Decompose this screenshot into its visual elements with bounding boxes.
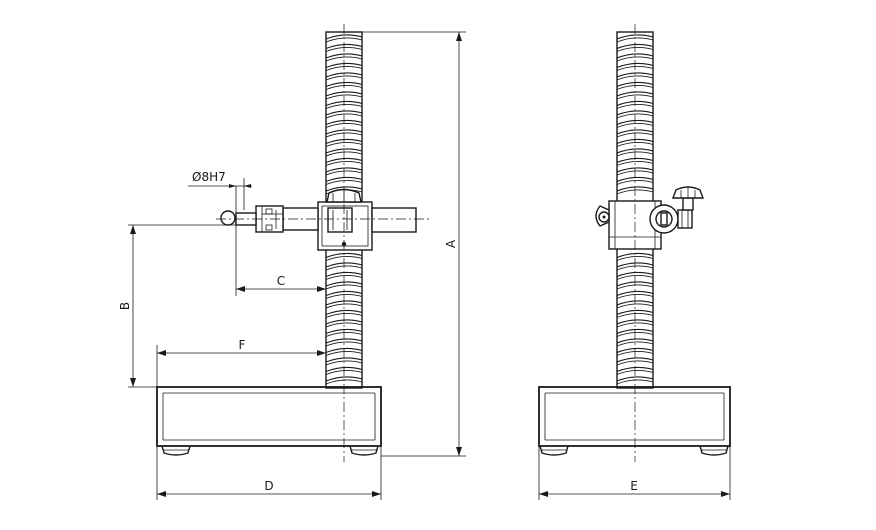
label-a: A bbox=[444, 239, 458, 248]
label-c: C bbox=[277, 274, 285, 288]
base-right bbox=[538, 386, 731, 456]
label-bore: Ø8H7 bbox=[192, 170, 226, 184]
dimension-f: F bbox=[156, 338, 326, 387]
base-left bbox=[156, 386, 382, 456]
dimension-b: B bbox=[118, 224, 236, 388]
arm-left bbox=[220, 205, 417, 233]
dimension-a: A bbox=[362, 31, 466, 457]
side-view: A B C F bbox=[118, 24, 466, 500]
dimension-d: D bbox=[156, 446, 382, 500]
label-e: E bbox=[630, 479, 638, 493]
bore-callout: Ø8H7 bbox=[188, 170, 252, 210]
front-view: E bbox=[538, 24, 731, 500]
label-d: D bbox=[264, 479, 273, 493]
dimension-e: E bbox=[538, 446, 731, 500]
label-f: F bbox=[239, 338, 246, 352]
clamp-block-left bbox=[317, 188, 373, 251]
label-b: B bbox=[118, 302, 132, 310]
dimension-c: C bbox=[235, 186, 326, 296]
